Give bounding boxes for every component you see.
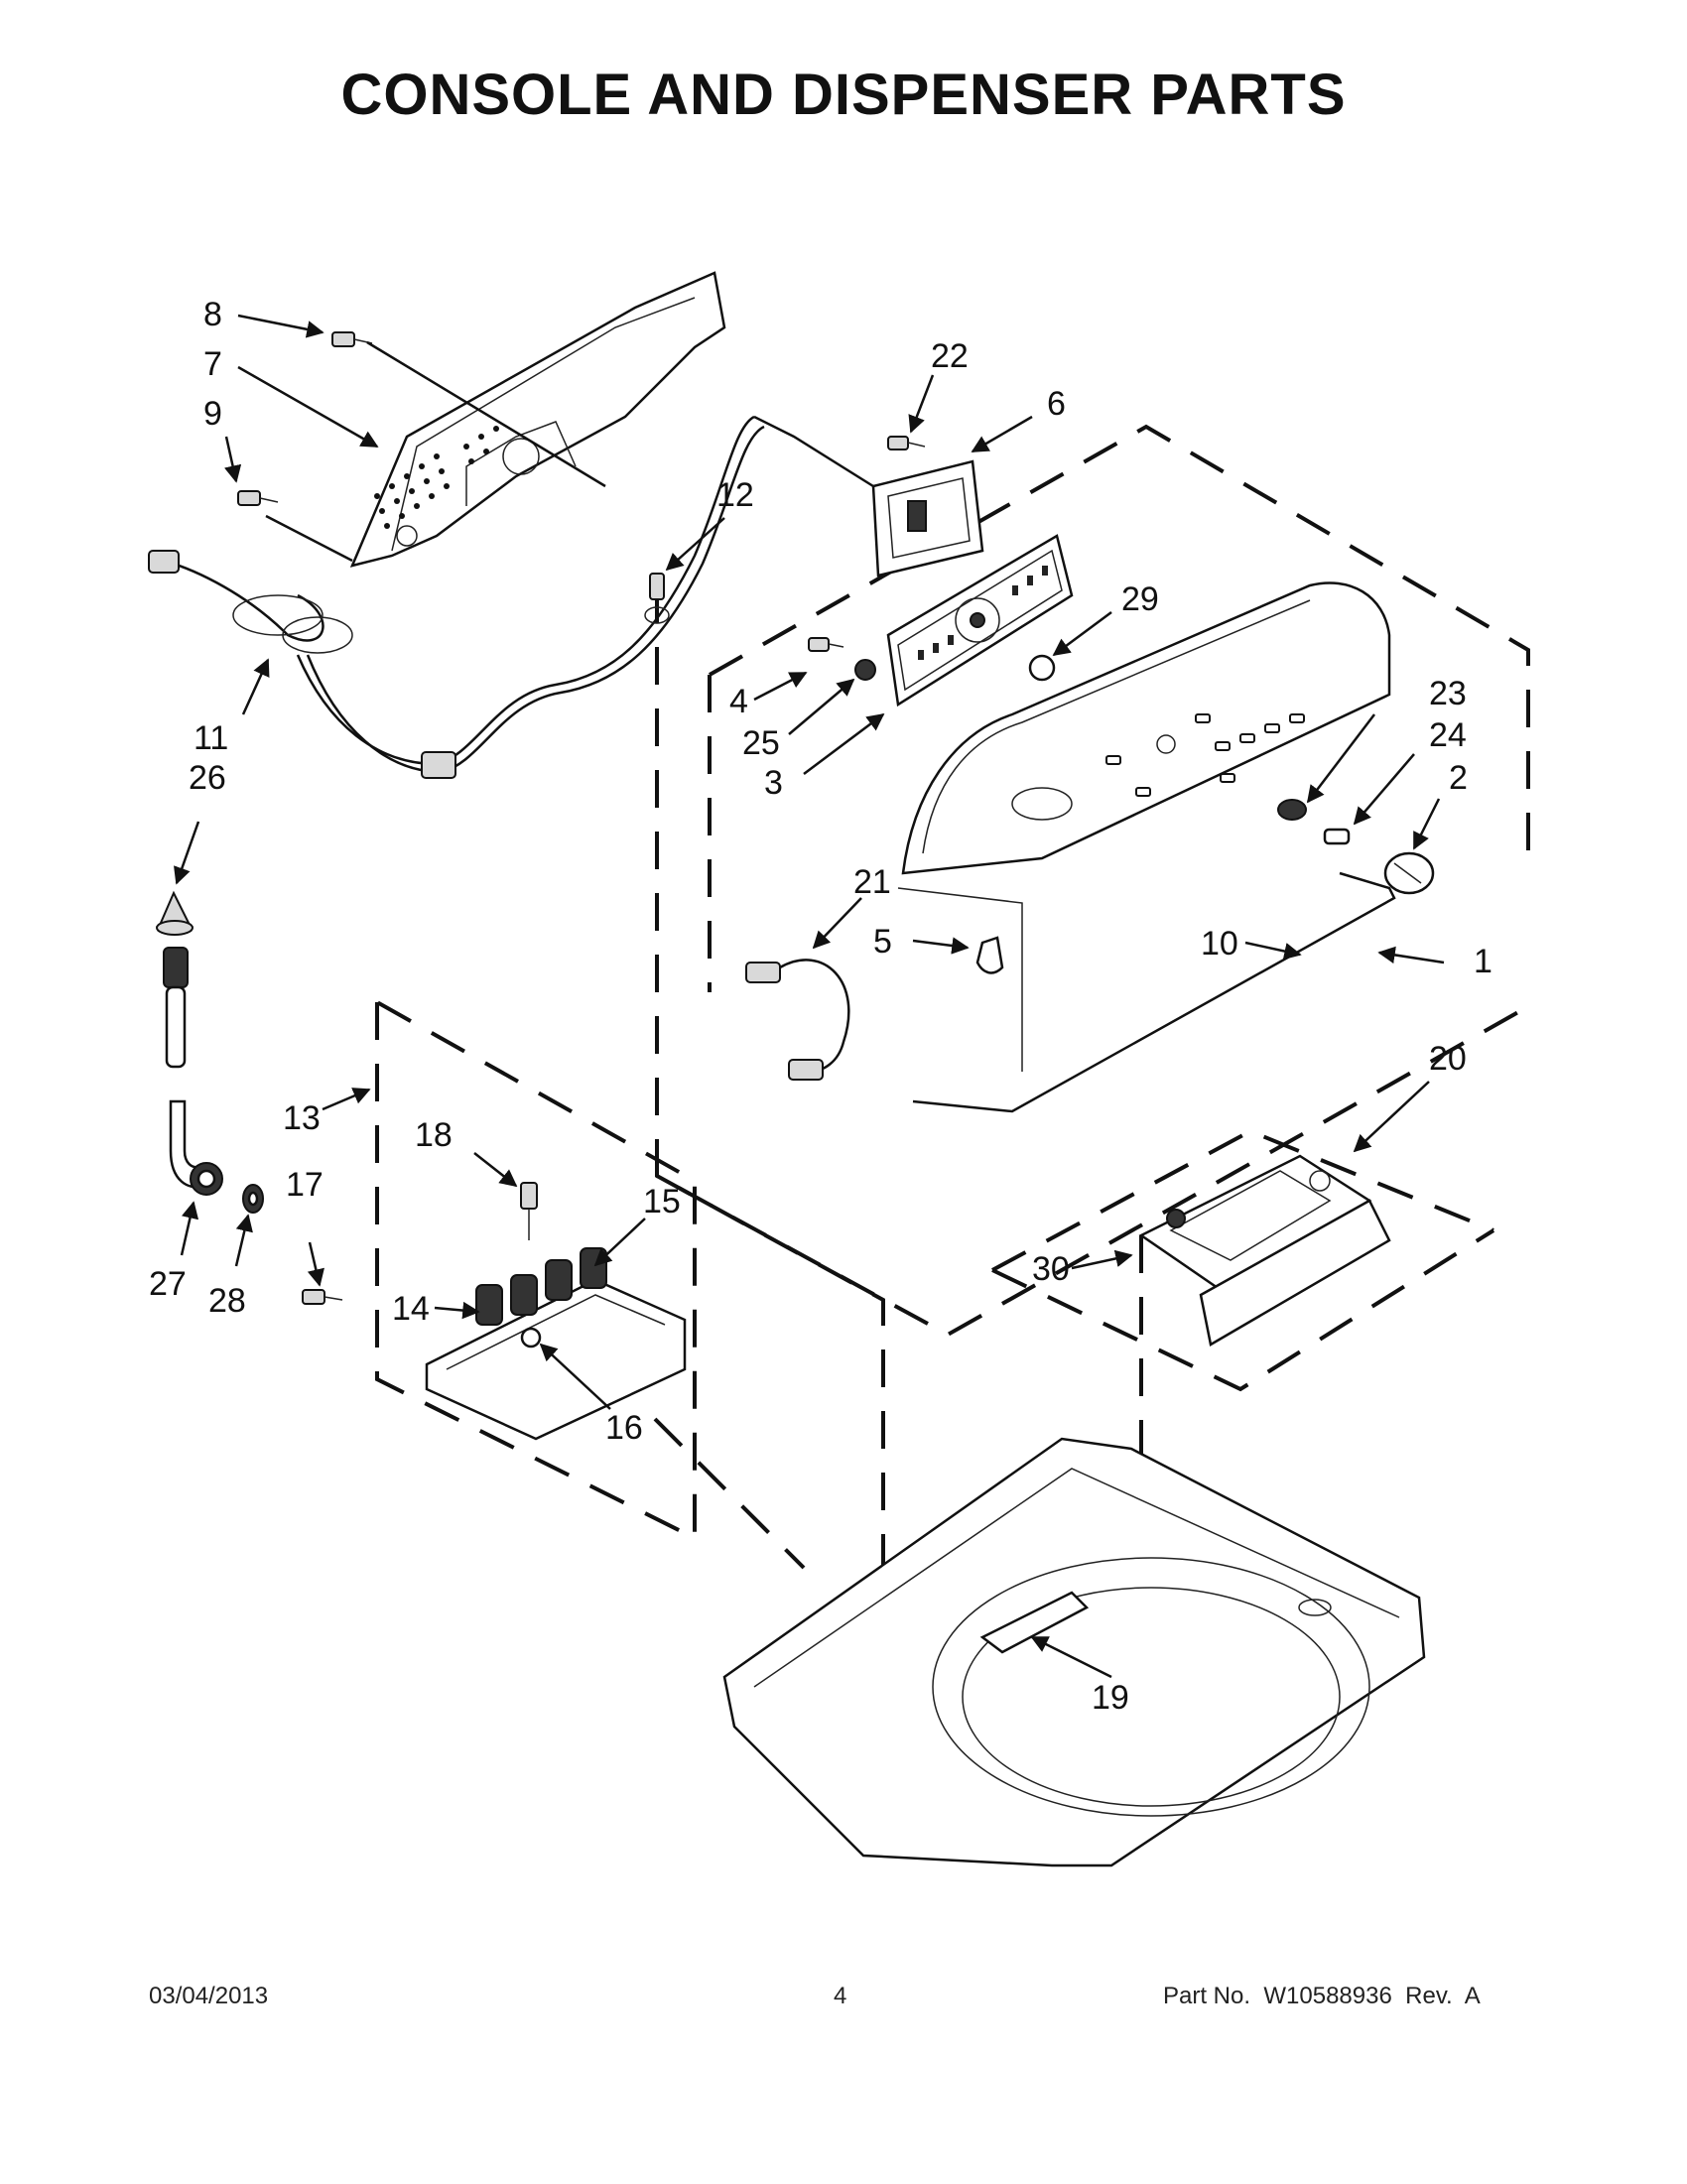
callout-14: 14 (392, 1290, 430, 1328)
ground-screw (644, 573, 670, 624)
callout-23: 23 (1429, 675, 1467, 712)
callout-11: 11 (194, 719, 228, 757)
hose-washer (242, 1184, 264, 1214)
callout-30: 30 (1032, 1250, 1070, 1288)
callout-22: 22 (931, 337, 969, 375)
callout-20: 20 (1429, 1040, 1467, 1078)
callout-27: 27 (149, 1265, 187, 1303)
screw-17 (302, 1289, 343, 1305)
callout-28: 28 (208, 1282, 246, 1320)
callout-12: 12 (716, 476, 754, 514)
callout-4: 4 (729, 683, 748, 720)
callout-26: 26 (189, 759, 226, 797)
callout-18: 18 (415, 1116, 453, 1154)
callout-15: 15 (643, 1183, 681, 1220)
page-title: CONSOLE AND DISPENSER PARTS (340, 63, 1347, 127)
callout-21: 21 (853, 863, 891, 901)
callout-19: 19 (1092, 1679, 1129, 1717)
callout-17: 17 (286, 1166, 324, 1204)
callout-9: 9 (203, 395, 222, 433)
footer-part-number: Part No. W10588936 Rev. A (1163, 1983, 1481, 2009)
knob-assembly (1277, 799, 1435, 895)
callout-8: 8 (203, 296, 222, 333)
callout-1: 1 (1474, 943, 1492, 980)
encoder-25 (854, 659, 876, 681)
screw-4 (808, 637, 844, 652)
ui-board-housing (871, 459, 984, 578)
console (897, 581, 1391, 1072)
dispenser-drawer (1138, 1154, 1391, 1347)
light-pipe-29 (1028, 654, 1056, 682)
screw-8 (331, 331, 373, 347)
screw-22 (887, 436, 926, 450)
control-board (886, 534, 1074, 707)
inlet-screen (156, 890, 194, 936)
callout-3: 3 (764, 764, 783, 802)
callout-24: 24 (1429, 716, 1467, 754)
dispenser-group-outline (991, 1128, 1495, 1392)
fill-hose (163, 947, 223, 1196)
callout-7: 7 (203, 345, 222, 383)
end-cap-clip-5 (975, 936, 1004, 974)
callout-29: 29 (1121, 580, 1159, 618)
callout-2: 2 (1449, 759, 1468, 797)
screw-9 (237, 490, 279, 506)
footer-date: 03/04/2013 (149, 1983, 269, 2009)
callout-5: 5 (873, 923, 892, 961)
callout-6: 6 (1047, 385, 1066, 423)
callout-13: 13 (283, 1099, 321, 1137)
footer-page-number: 4 (834, 1983, 847, 2009)
washer-top (722, 1437, 1426, 1867)
wire-harness (148, 415, 874, 779)
callout-labels: 8 7 9 12 22 6 29 4 25 3 23 24 2 11 26 21… (149, 296, 1492, 1717)
harness-21 (745, 959, 850, 1081)
console-rear-panel (349, 271, 726, 568)
callout-25: 25 (742, 724, 780, 762)
callout-10: 10 (1201, 925, 1238, 963)
callout-leaders (174, 314, 1445, 1679)
valve-group-outline (375, 1000, 697, 1542)
callout-16: 16 (605, 1409, 643, 1447)
console-trim-10 (912, 871, 1396, 1113)
